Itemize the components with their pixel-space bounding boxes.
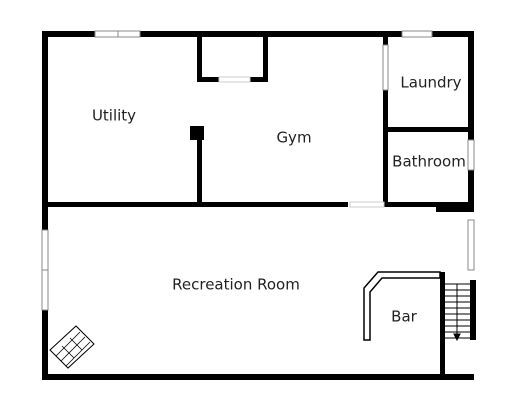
laundry-bath-wall (383, 127, 473, 132)
room-label-recreation: Recreation Room (172, 276, 300, 294)
stairs (445, 283, 470, 342)
exterior-wall-right-upper (468, 31, 474, 211)
window-right-bath (467, 139, 475, 171)
exterior-wall-bottom (42, 374, 474, 380)
fireplace-icon (49, 325, 95, 369)
windows (41, 30, 475, 311)
walls (42, 31, 476, 380)
window-top-laundry (401, 30, 433, 38)
gym-alcove-bottom-left (197, 77, 219, 82)
interior-wall-middle-right (384, 202, 474, 207)
window-gym-laundry (382, 44, 389, 91)
room-label-laundry: Laundry (400, 74, 461, 92)
gym-laundry-wall (383, 36, 388, 207)
bar-counter (363, 271, 441, 341)
gym-alcove-right (263, 36, 268, 81)
stair-header-wall (436, 205, 474, 212)
room-label-gym: Gym (276, 129, 311, 147)
room-label-utility: Utility (92, 107, 136, 125)
door-opening-gym (349, 201, 385, 208)
exterior-wall-right-lower (470, 280, 476, 340)
utility-column (190, 126, 204, 140)
window-right-rec (467, 219, 475, 271)
gym-alcove-left (197, 36, 202, 81)
room-label-bar: Bar (391, 308, 417, 326)
stair-wall (440, 272, 445, 378)
stairs-arrow-icon (453, 333, 461, 342)
door-opening-alcove (218, 76, 251, 83)
exterior-wall-top (42, 31, 474, 37)
room-label-bathroom: Bathroom (392, 153, 466, 171)
utility-gym-wall (197, 130, 202, 205)
interior-wall-middle (42, 202, 348, 207)
gym-alcove-bottom-right (250, 77, 268, 82)
